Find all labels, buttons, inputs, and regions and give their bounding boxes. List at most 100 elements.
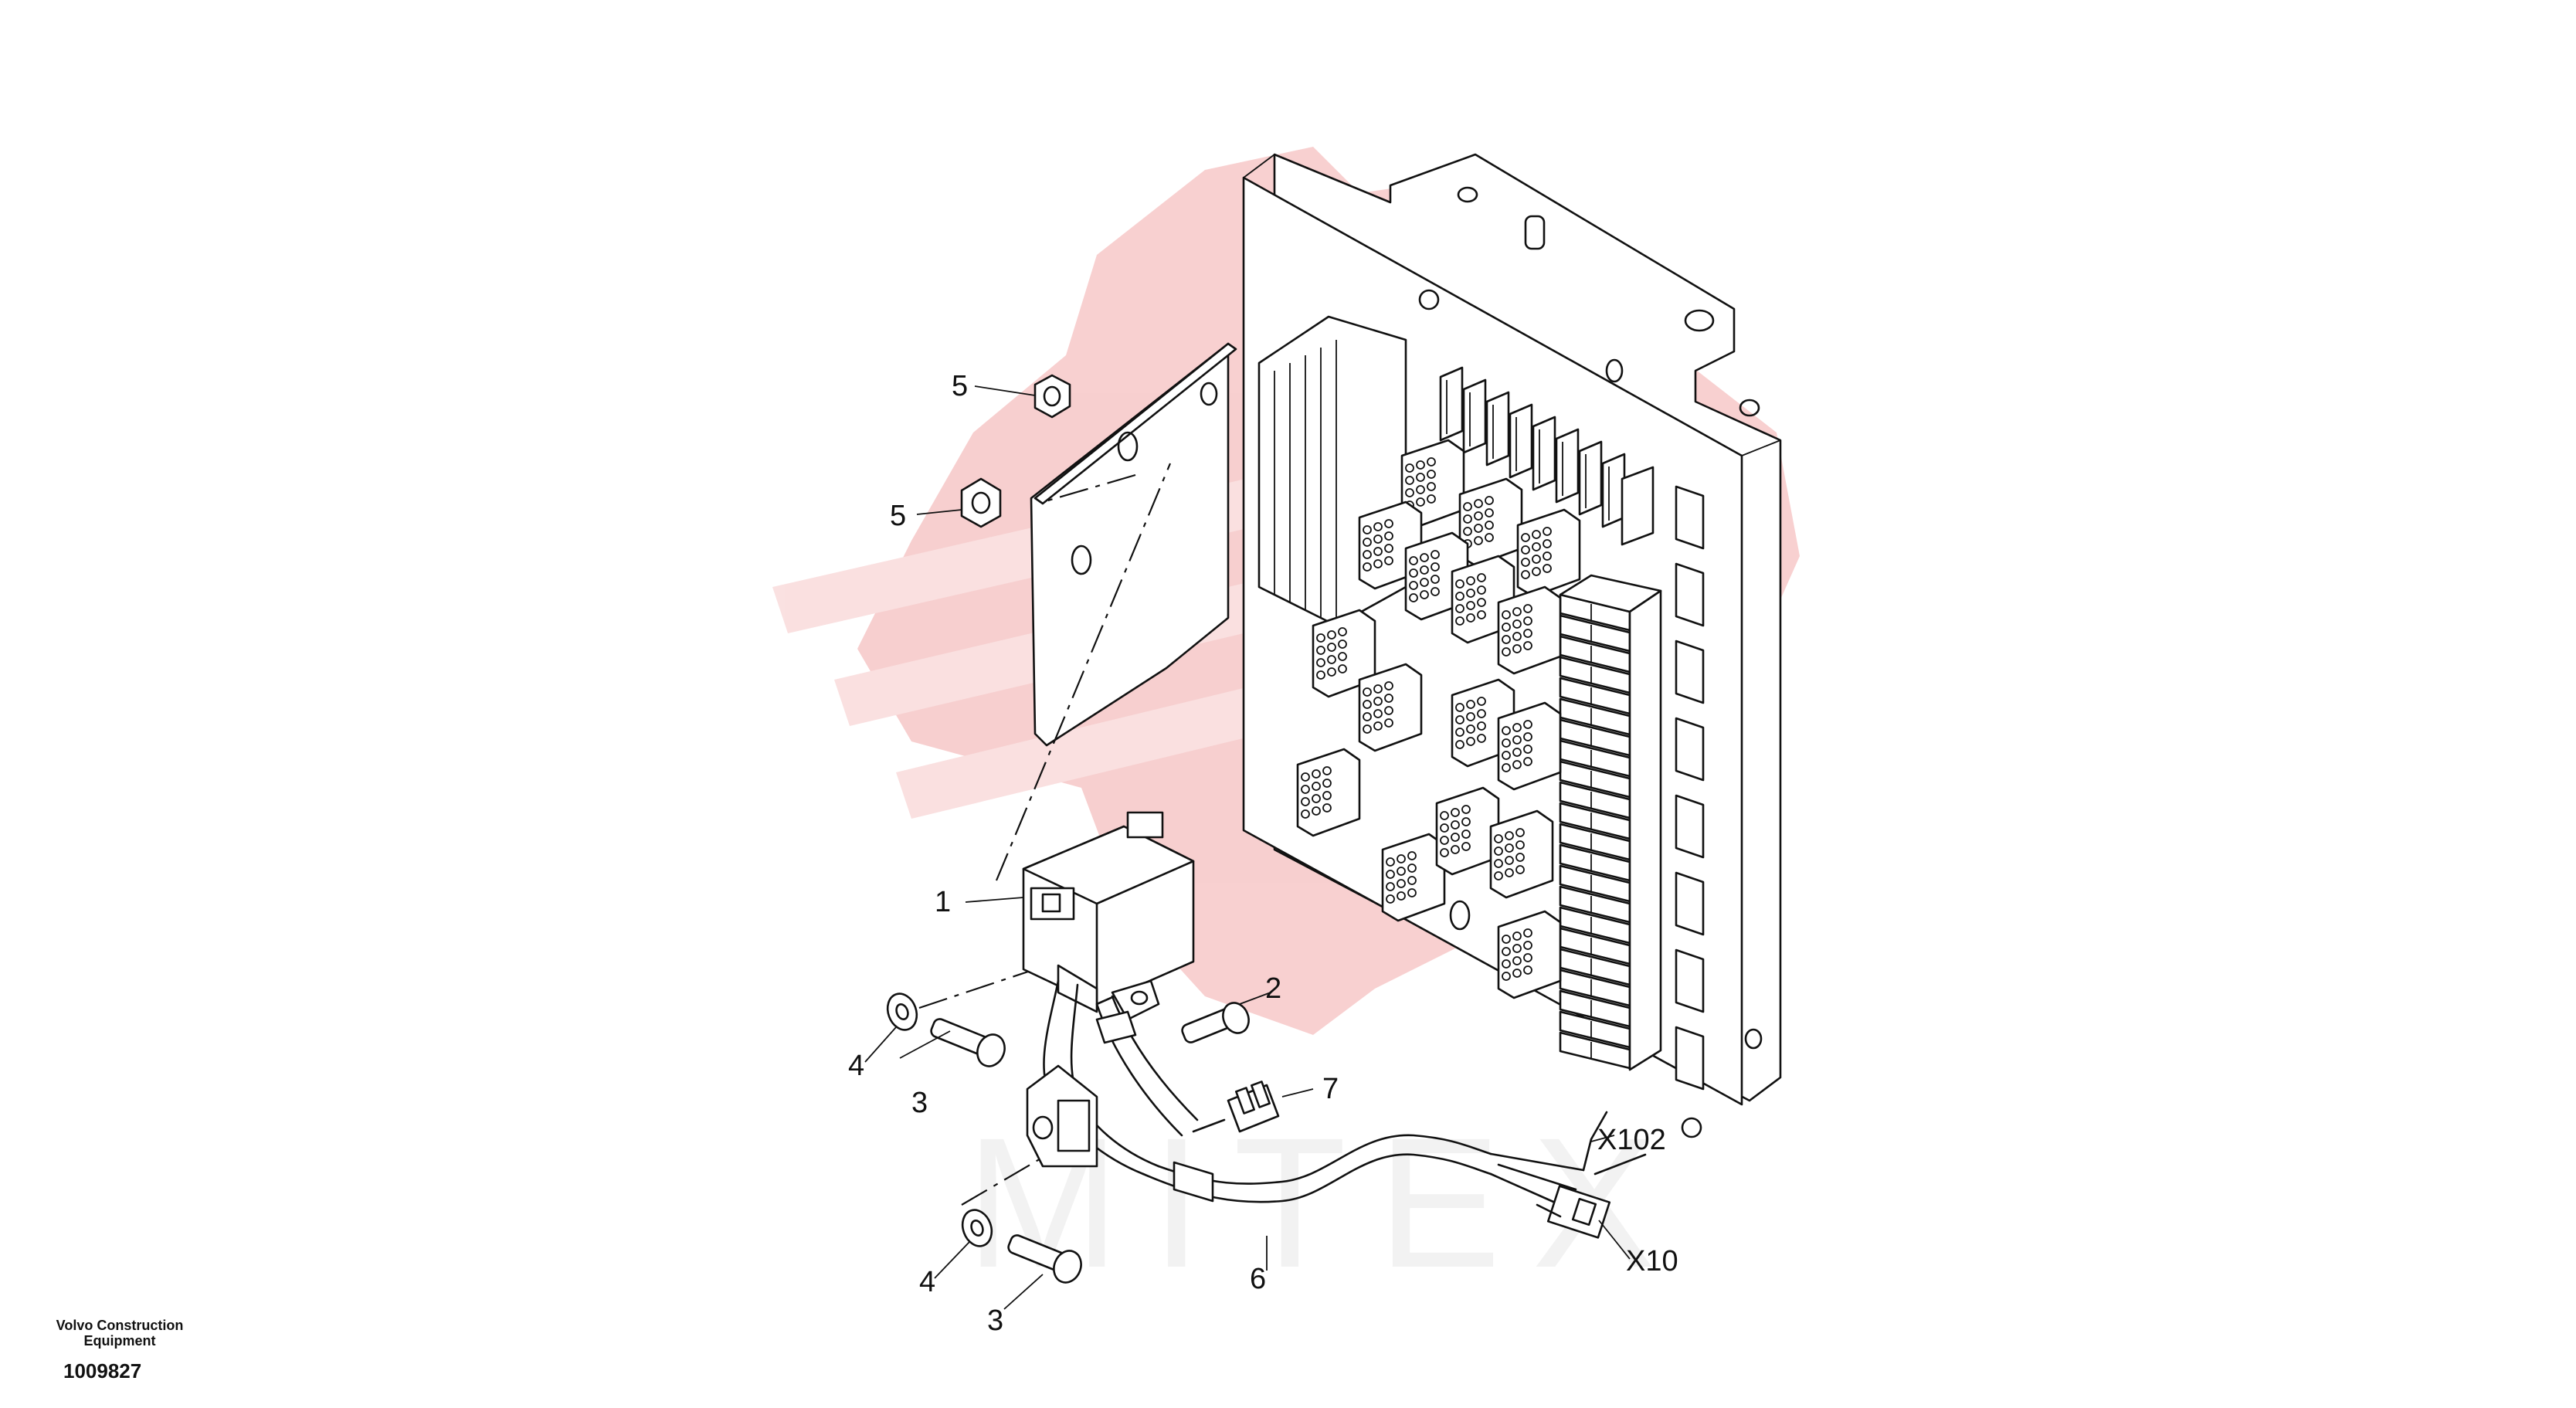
socket-pin [1502,623,1511,632]
socket-pin [1502,738,1511,748]
socket-pin [1312,794,1321,803]
nut-5-upper [1033,374,1071,419]
socket-pin [1485,533,1494,542]
socket-pin [1420,565,1429,575]
socket-pin [1397,854,1406,863]
socket-pin [1407,876,1417,885]
callout-2: 2 [1265,972,1281,1005]
socket-pin [1502,935,1511,944]
socket-pin [1386,870,1395,879]
socket-pin [1407,863,1417,873]
small-relay [1555,428,1580,504]
socket-pin [1363,712,1372,721]
socket-pin [1474,511,1483,521]
socket-pin [1363,525,1372,534]
washer-4-lower [961,1209,993,1247]
socket-pin [1384,718,1393,728]
socket-pin [1431,587,1440,596]
socket-pin [1502,763,1511,772]
socket-pin [1455,592,1464,601]
socket-pin [1405,488,1414,497]
socket-pin [1455,703,1464,712]
socket-pin [1466,724,1475,734]
screw-2 [1181,1002,1250,1043]
socket-pin [1384,694,1393,703]
socket-pin [1312,782,1321,791]
side-module [1675,717,1705,782]
socket-pin [1461,805,1471,814]
socket-pin [1512,931,1522,941]
socket-pin [1521,570,1530,579]
socket-pin [1416,497,1425,507]
socket-pin [1523,953,1532,962]
socket-pin [1409,568,1418,578]
socket-pin [1327,630,1336,640]
socket-pin [1512,644,1522,653]
socket-pin [1466,700,1475,709]
socket-pin [1327,667,1336,677]
bracket [1030,342,1237,747]
socket-pin [1477,697,1486,706]
socket-pin [1532,542,1541,551]
part-number: 1009827 [63,1359,142,1383]
socket-pin [1316,633,1325,643]
socket-pin [1543,551,1552,561]
socket-pin [1477,573,1486,582]
socket-pin [1405,463,1414,473]
socket-pin [1494,859,1503,868]
socket-pin [1327,643,1336,652]
socket-pin [1322,791,1332,800]
callout-4-upper: 4 [848,1050,864,1082]
module-1 [1022,811,1195,1013]
side-modules [1675,485,1705,1091]
brand-label: Volvo Construction Equipment [56,1318,184,1349]
socket-pin [1427,457,1436,467]
socket-pin [1338,640,1347,649]
socket-pin [1505,843,1514,853]
socket-pin [1420,578,1429,587]
socket-pin [1363,700,1372,709]
socket-pin [1505,831,1514,840]
small-relay [1485,391,1510,467]
socket-pin [1373,534,1383,544]
socket-pin [1485,521,1494,530]
socket-pin [1427,482,1436,491]
socket-pin [1316,646,1325,655]
socket-pin [1512,944,1522,953]
socket-pin [1440,836,1449,845]
connector-label-x10: X10 [1626,1245,1678,1277]
socket-pin [1373,559,1383,568]
socket-pin [1363,550,1372,559]
socket-pin [1521,533,1530,542]
socket-pin [1431,562,1440,572]
washer-4-upper [886,992,918,1031]
socket-pin [1512,607,1522,616]
screw-3-lower [1007,1234,1082,1284]
socket-pin [1327,655,1336,664]
socket-pin [1373,684,1383,694]
socket-pin [1502,647,1511,657]
callout-5-lower: 5 [890,500,906,532]
socket-pin [1461,842,1471,851]
socket-pin [1474,524,1483,533]
socket-pin [1485,508,1494,517]
socket-pin [1477,610,1486,619]
socket-pin [1384,556,1393,565]
socket-pin [1502,610,1511,619]
socket-pin [1384,531,1393,541]
socket-pin [1451,833,1460,842]
socket-pin [1322,779,1332,788]
socket-pin [1477,598,1486,607]
socket-pin [1420,553,1429,562]
socket-pin [1466,712,1475,721]
side-module [1675,562,1705,627]
relay-row [1439,366,1655,546]
socket-pin [1512,735,1522,745]
socket-pin [1512,760,1522,769]
socket-pin [1494,846,1503,856]
socket-pin [1466,737,1475,746]
callout-6: 6 [1250,1263,1266,1295]
socket-pin [1477,734,1486,743]
socket-pin [1512,969,1522,978]
